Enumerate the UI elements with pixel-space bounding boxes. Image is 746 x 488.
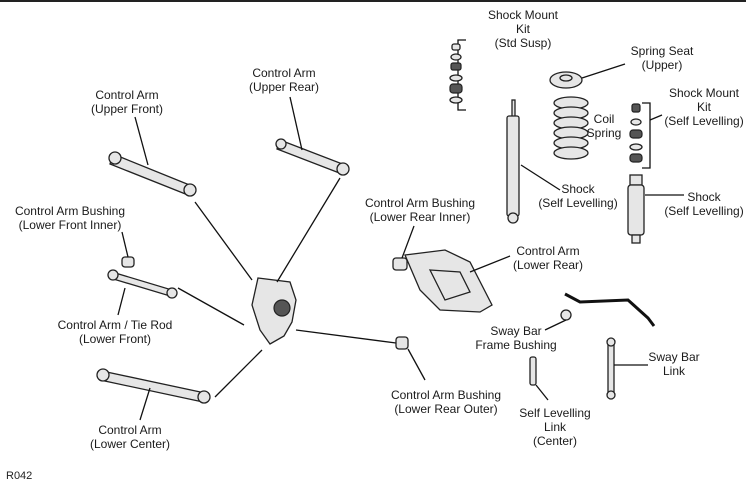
label-control-arm-lower-rear: Control Arm (Lower Rear) — [512, 244, 584, 272]
control-arm-upper-rear-part — [275, 96, 350, 176]
leader-upper-rear — [276, 177, 341, 283]
shock-right-part — [627, 174, 684, 244]
label-shock-self-right: Shock (Self Levelling) — [664, 190, 744, 218]
spring-seat-part — [549, 63, 626, 89]
shock-mount-kit-self-parts — [629, 102, 663, 169]
tie-rod-lower-front-part — [107, 269, 178, 316]
label-coil-spring: Coil Spring — [586, 112, 622, 140]
label-sway-bar-link: Sway Bar Link — [648, 350, 700, 378]
label-control-arm-upper-front: Control Arm (Upper Front) — [90, 88, 164, 116]
diagram-code: R042 — [6, 470, 33, 482]
leader-rear-outer — [295, 329, 397, 344]
control-arm-lower-center-part — [96, 368, 211, 421]
label-shock-self-left: Shock (Self Levelling) — [538, 182, 618, 210]
label-spring-seat-upper: Spring Seat (Upper) — [630, 44, 694, 72]
shock-mount-kit-std-parts — [449, 39, 466, 111]
control-arm-lower-rear-part — [404, 249, 511, 313]
knuckle-part — [251, 277, 297, 345]
label-shock-mount-kit-self: Shock Mount Kit (Self Levelling) — [664, 86, 744, 128]
bushing-lower-front-inner-part — [121, 231, 135, 268]
coil-spring-part — [553, 96, 589, 160]
label-sway-bar-frame-bushing: Sway Bar Frame Bushing — [475, 324, 557, 352]
label-bushing-lower-front-inner: Control Arm Bushing (Lower Front Inner) — [14, 204, 126, 232]
self-levelling-link-part — [529, 356, 549, 401]
control-arm-upper-front-part — [108, 116, 197, 197]
label-self-levelling-link-center: Self Levelling Link (Center) — [519, 406, 591, 448]
sway-bar-link-part — [606, 337, 648, 400]
label-bushing-lower-rear-outer: Control Arm Bushing (Lower Rear Outer) — [390, 388, 502, 416]
label-bushing-lower-rear-inner: Control Arm Bushing (Lower Rear Inner) — [364, 196, 476, 224]
bushing-lower-rear-inner-part — [392, 225, 415, 271]
label-tie-rod-lower-front: Control Arm / Tie Rod (Lower Front) — [57, 318, 173, 346]
label-control-arm-lower-center: Control Arm (Lower Center) — [89, 423, 171, 451]
leader-upper-front — [194, 201, 253, 281]
sway-bar-part — [544, 292, 656, 331]
label-shock-mount-kit-std: Shock Mount Kit (Std Susp) — [487, 8, 559, 50]
leader-lower-center — [214, 349, 263, 398]
bushing-lower-rear-outer-part — [395, 336, 426, 381]
leader-tie-rod — [177, 287, 245, 326]
label-control-arm-upper-rear: Control Arm (Upper Rear) — [248, 66, 320, 94]
shock-left-part — [506, 99, 561, 224]
top-border — [0, 0, 746, 2]
